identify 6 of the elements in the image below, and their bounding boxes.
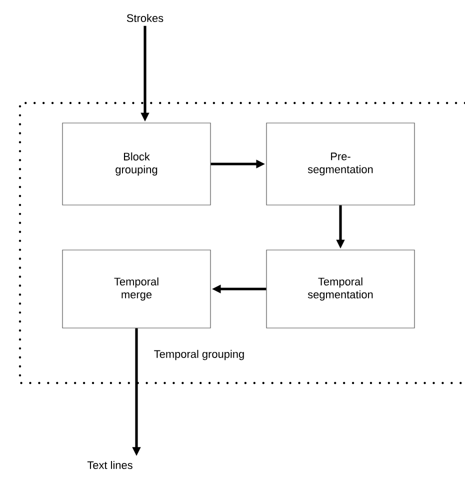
text-label: Strokes: [126, 14, 164, 22]
text-label: Text lines: [87, 460, 132, 470]
process-box: Block grouping: [62, 122, 211, 206]
process-box: Temporal segmentation: [266, 250, 415, 328]
process-box: Temporal merge: [62, 250, 211, 328]
process-box: Pre-segmentation: [266, 122, 415, 206]
